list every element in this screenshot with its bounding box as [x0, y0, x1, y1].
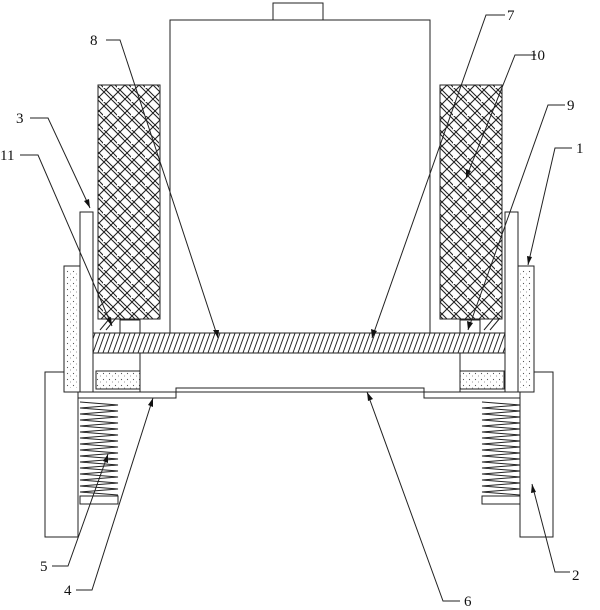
left-base-leg — [44, 371, 79, 538]
top-housing — [169, 19, 431, 334]
callout-11: 11 — [0, 148, 14, 164]
center-bottom-plate — [175, 387, 425, 393]
right-mesh-roller — [439, 84, 503, 320]
right-upright — [504, 211, 519, 393]
right-spring — [481, 401, 521, 496]
callout-9: 9 — [567, 98, 575, 114]
callout-2: 2 — [572, 568, 580, 584]
leader-lines — [20, 14, 572, 602]
callout-5: 5 — [40, 559, 48, 575]
right-lower-filler — [459, 370, 505, 390]
right-spring-cap — [481, 495, 521, 505]
callout-3: 3 — [16, 111, 24, 127]
top-knob — [272, 2, 324, 21]
left-spring-cap — [79, 495, 119, 505]
callout-8: 8 — [90, 33, 98, 49]
left-upright — [79, 211, 94, 393]
callout-7: 7 — [507, 8, 515, 24]
callout-10: 10 — [530, 48, 545, 64]
callout-6: 6 — [464, 594, 472, 610]
left-spring — [79, 401, 119, 496]
lower-frame — [92, 352, 506, 393]
left-lower-filler — [95, 370, 141, 390]
left-outer-filler — [66, 270, 78, 388]
right-outer-filler — [520, 270, 532, 388]
left-nut-block — [119, 319, 141, 334]
right-bottom-plate — [423, 391, 521, 399]
callout-4: 4 — [64, 583, 72, 599]
callout-1: 1 — [576, 141, 584, 157]
left-mesh-roller — [97, 84, 161, 320]
left-bottom-plate — [77, 391, 177, 399]
screw-rod — [92, 332, 506, 354]
right-base-leg — [519, 371, 554, 538]
